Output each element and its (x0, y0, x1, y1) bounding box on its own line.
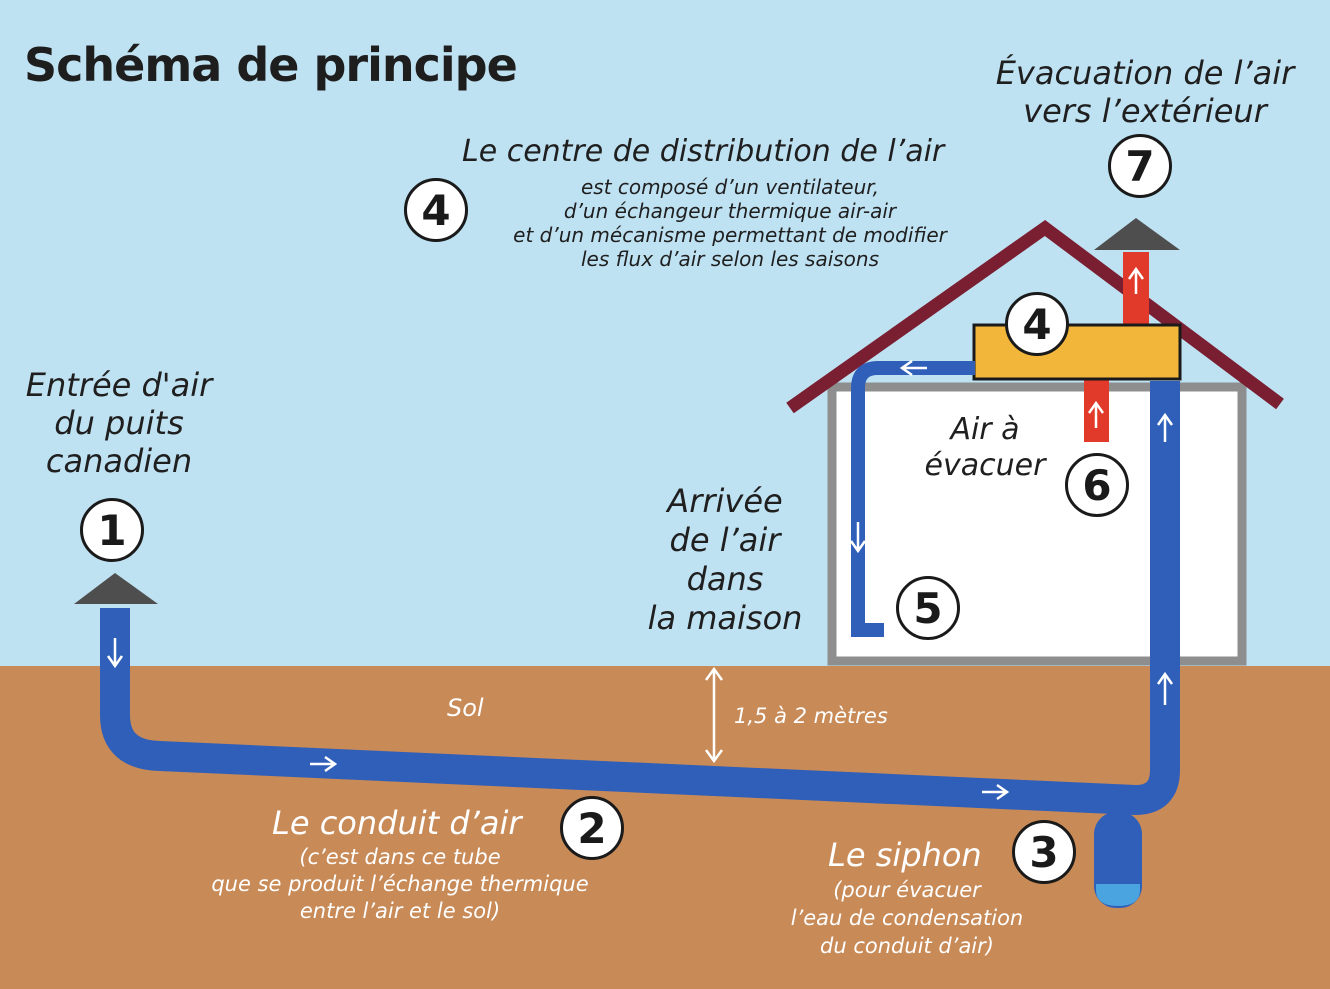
intake-cap (74, 573, 158, 604)
label-conduit-title: Le conduit d’air (272, 804, 522, 842)
label-centre-title: Le centre de distribution de l’air (462, 134, 945, 169)
badge-2: 2 (560, 796, 624, 860)
house-roof (786, 219, 1284, 414)
exhaust-cap (1094, 218, 1180, 250)
label-profondeur: 1,5 à 2 mètres (734, 704, 888, 728)
siphon-water (1096, 884, 1140, 906)
air-distribution-unit (972, 323, 1182, 381)
badge-1: 1 (80, 498, 144, 562)
badge-4-unit: 4 (1005, 292, 1069, 356)
label-siphon-title: Le siphon (828, 836, 982, 874)
label-centre-desc: est composé d’un ventilateur,d’un échang… (513, 175, 947, 271)
label-sol: Sol (447, 694, 484, 722)
air-duct (100, 381, 1180, 815)
depth-arrow-top (704, 666, 724, 681)
badge-5: 5 (896, 576, 960, 640)
depth-arrow-bottom (704, 749, 724, 764)
badge-6: 6 (1065, 453, 1129, 517)
badge-3: 3 (1012, 820, 1076, 884)
badge-7: 7 (1108, 134, 1172, 198)
supply-duct (851, 361, 975, 637)
flow-arrows (106, 266, 1174, 801)
badge-4-legend: 4 (404, 178, 468, 242)
page-title: Schéma de principe (24, 38, 518, 92)
